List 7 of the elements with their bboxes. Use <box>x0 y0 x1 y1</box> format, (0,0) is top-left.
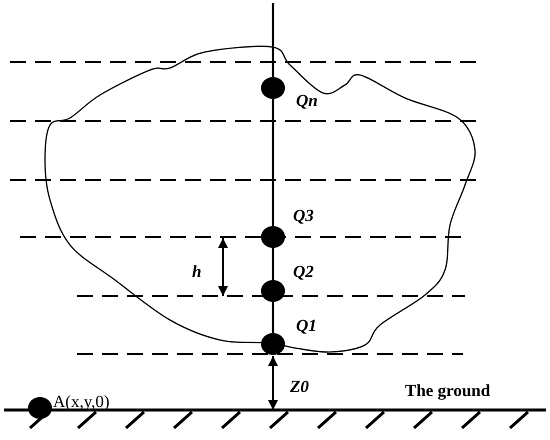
charge-label: Q3 <box>293 207 314 224</box>
ground-label: The ground <box>405 382 490 399</box>
charge-label: Qn <box>296 92 318 109</box>
dimension-label: h <box>192 263 202 280</box>
charge-label: Q2 <box>293 263 314 280</box>
charge-label: Q1 <box>296 317 317 334</box>
dimension-label: Z0 <box>290 378 309 395</box>
